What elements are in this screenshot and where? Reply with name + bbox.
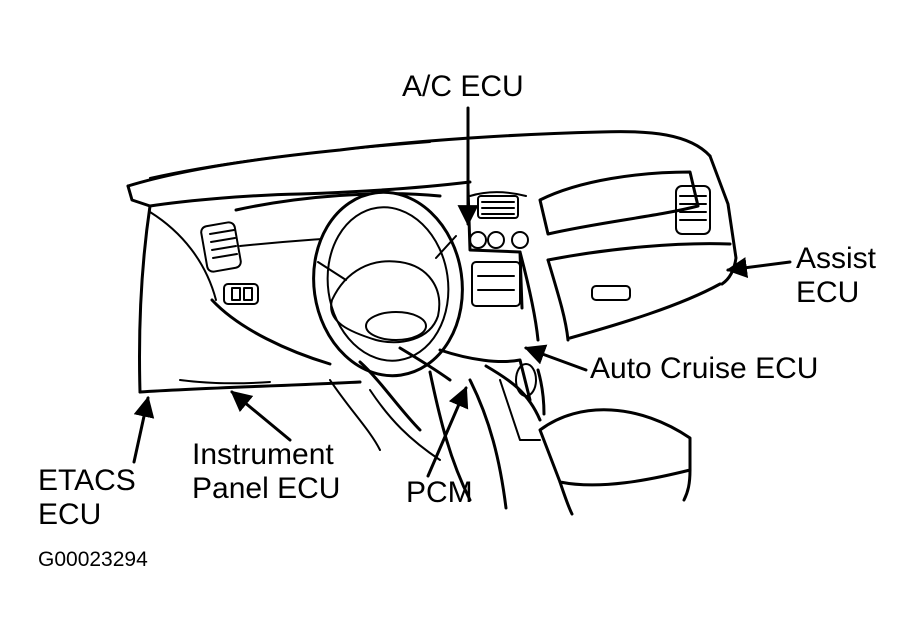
auto-cruise-ecu-label: Auto Cruise ECU xyxy=(590,352,819,385)
arrow-etacs-ecu xyxy=(132,395,155,464)
assist-ecu-label-line-2: ECU xyxy=(796,276,860,309)
arrow-auto-cruise-ecu xyxy=(524,344,588,372)
arrow-pcm xyxy=(426,386,469,478)
etacs-ecu-label-line-1: ETACS xyxy=(38,464,136,497)
instrument-panel-ecu-label-line-2: Panel ECU xyxy=(192,472,341,505)
etacs-ecu-label: ETACS ECU xyxy=(38,464,136,532)
instrument-panel-ecu-label: Instrument Panel ECU xyxy=(192,438,340,506)
arrow-assist-ecu xyxy=(725,257,792,278)
assist-ecu-label: Assist ECU xyxy=(796,242,876,310)
assist-ecu-label-line-1: Assist xyxy=(796,242,877,275)
figure-code: G00023294 xyxy=(38,548,148,571)
ac-ecu-label: A/C ECU xyxy=(402,70,524,103)
arrow-instrument-panel-ecu xyxy=(230,390,292,442)
instrument-panel-ecu-label-line-1: Instrument xyxy=(192,438,334,471)
callout-arrows xyxy=(132,106,792,478)
dashboard-illustration xyxy=(126,130,738,516)
pcm-label: PCM xyxy=(406,476,473,509)
etacs-ecu-label-line-2: ECU xyxy=(38,498,102,531)
